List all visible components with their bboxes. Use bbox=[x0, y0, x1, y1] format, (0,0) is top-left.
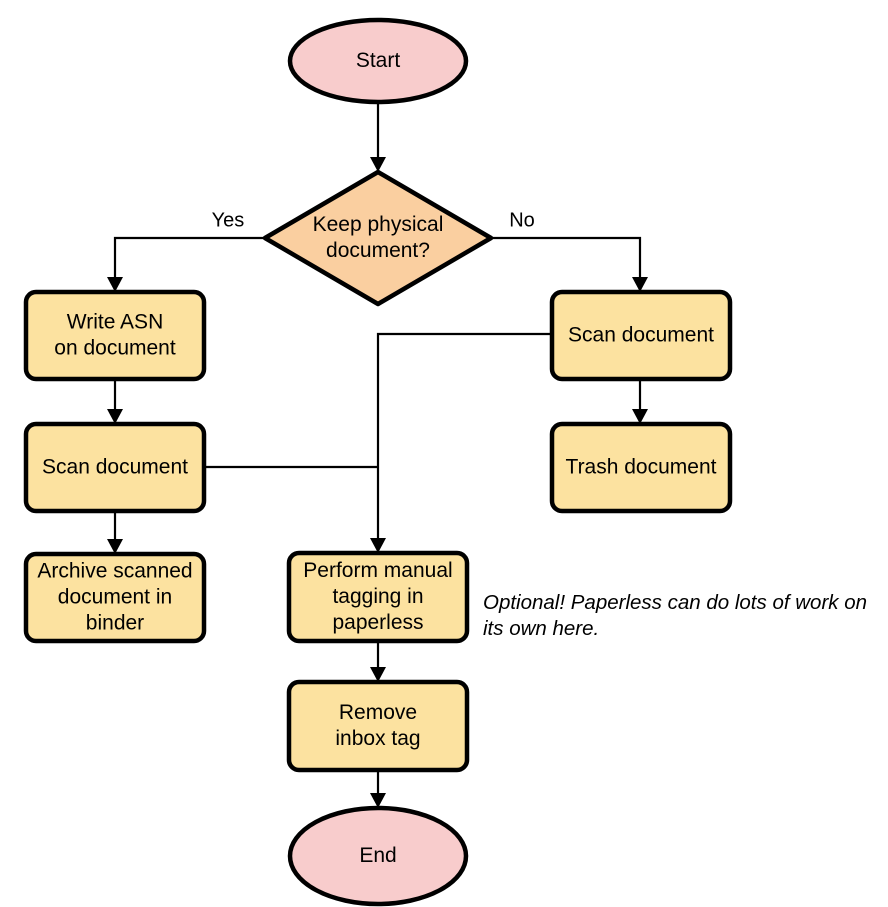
process-shape bbox=[549, 421, 733, 514]
arrowhead-icon bbox=[107, 409, 123, 424]
node-label: Start bbox=[356, 49, 401, 72]
node-label: Scan document bbox=[568, 323, 714, 346]
arrowhead-icon bbox=[370, 538, 386, 553]
terminator-shape bbox=[287, 805, 469, 907]
process-shape bbox=[23, 421, 207, 514]
edge-label-decision-yes-to-write-asn: Yes bbox=[212, 209, 245, 231]
arrowhead-icon bbox=[107, 277, 123, 292]
process-shape bbox=[549, 289, 733, 382]
edge-line bbox=[376, 332, 552, 549]
arrowhead-icon bbox=[370, 793, 386, 808]
edge-manual-tagging-to-remove-inbox bbox=[370, 641, 386, 682]
arrowhead-icon bbox=[107, 539, 123, 554]
annotation-optional-note: Optional! Paperless can do lots of work … bbox=[483, 591, 867, 640]
node-scan-document-right[interactable]: Scan document bbox=[549, 289, 733, 382]
arrowhead-icon bbox=[370, 667, 386, 682]
process-shape bbox=[23, 551, 207, 644]
edge-line bbox=[492, 236, 642, 288]
node-scan-document-left[interactable]: Scan document bbox=[23, 421, 207, 514]
edge-write-asn-to-scan-left bbox=[107, 379, 123, 424]
decision-shape bbox=[262, 169, 494, 307]
edge-label-decision-no-to-scan-right: No bbox=[509, 209, 535, 231]
arrowhead-icon bbox=[370, 157, 386, 172]
edge-scan-left-to-archive bbox=[107, 511, 123, 554]
edge-remove-inbox-to-end bbox=[370, 770, 386, 808]
edge-scan-right-to-manual-tagging bbox=[370, 332, 552, 553]
node-label: Trash document bbox=[566, 455, 717, 478]
edges-layer: Yes No bbox=[107, 102, 648, 808]
arrowhead-icon bbox=[632, 409, 648, 424]
edge-scan-right-to-trash bbox=[632, 379, 648, 424]
process-shape bbox=[23, 289, 207, 382]
node-start[interactable]: Start bbox=[287, 17, 469, 105]
node-label: Scan document bbox=[42, 455, 188, 478]
process-shape bbox=[286, 679, 470, 773]
arrowhead-icon bbox=[632, 277, 648, 292]
node-label: End bbox=[359, 844, 396, 867]
node-trash-document[interactable]: Trash document bbox=[549, 421, 733, 514]
annotations-layer: Optional! Paperless can do lots of work … bbox=[483, 591, 867, 640]
process-shape bbox=[286, 550, 470, 644]
edge-decision-no-to-scan-right: No bbox=[492, 209, 648, 292]
edge-decision-yes-to-write-asn: Yes bbox=[107, 209, 265, 292]
edge-line bbox=[113, 236, 265, 288]
edge-start-to-decision bbox=[370, 102, 386, 172]
node-end[interactable]: End bbox=[287, 805, 469, 907]
terminator-shape bbox=[287, 17, 469, 105]
